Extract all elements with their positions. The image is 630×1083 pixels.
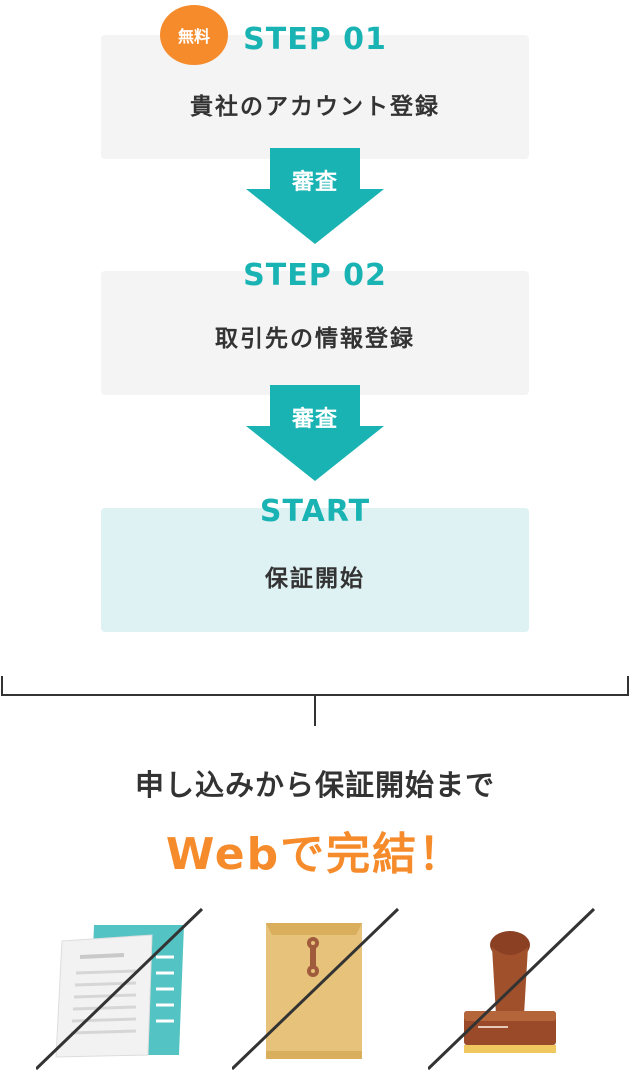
step-01-text: 貴社のアカウント登録: [190, 94, 440, 120]
free-badge: 無料: [160, 5, 228, 65]
step-02-box: 取引先の情報登録: [101, 271, 529, 395]
review-label-1: 審査: [291, 170, 338, 195]
paper-documents-icon: [36, 907, 204, 1071]
start-title: START: [259, 494, 371, 529]
review-arrow-1: 審査: [246, 148, 384, 244]
summary-bracket: [1, 676, 629, 726]
step-01-title: STEP 01: [243, 22, 387, 57]
down-arrow-icon: [246, 385, 384, 481]
review-arrow-2: 審査: [246, 385, 384, 481]
start-text: 保証開始: [265, 566, 365, 592]
summary-headline: 申し込みから保証開始まで: [134, 768, 495, 802]
down-arrow-icon: [246, 148, 384, 244]
hanko-stamp-icon: [428, 907, 596, 1071]
envelope-icon: [232, 907, 400, 1071]
step-02-title: STEP 02: [243, 258, 387, 293]
step-02-text: 取引先の情報登録: [215, 326, 415, 352]
review-label-2: 審査: [291, 407, 338, 432]
start-box: 保証開始: [101, 508, 529, 632]
web-complete-highlight: Webで完結！: [165, 829, 465, 880]
